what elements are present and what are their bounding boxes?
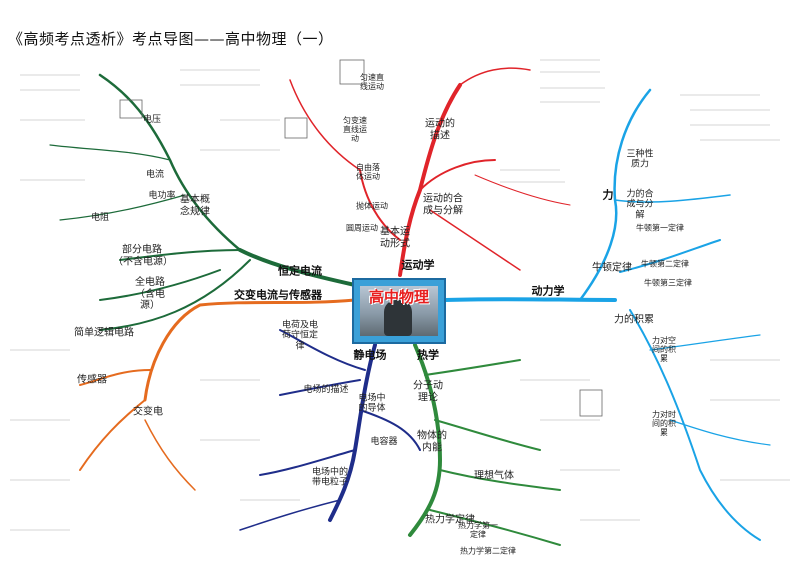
label-linear-accel[interactable]: 匀变速直线运动 — [343, 116, 367, 144]
label-force-accumulation[interactable]: 力的积累 — [614, 314, 654, 326]
label-full-circuit[interactable]: 全电路（含电源） — [135, 276, 165, 311]
label-dc-circuit[interactable]: 恒定电流 — [278, 264, 322, 278]
label-ideal-gas[interactable]: 理想气体 — [474, 470, 514, 482]
label-thermo-laws[interactable]: 热力学定律 — [425, 514, 475, 526]
label-force-synthesis[interactable]: 力的合成与分解 — [626, 189, 654, 221]
label-molecular-theory[interactable]: 分子动理论 — [413, 380, 443, 404]
branch-dynamics — [443, 297, 617, 302]
label-internal-energy[interactable]: 物体的内能 — [417, 430, 447, 454]
label-kinematics[interactable]: 运动学 — [401, 258, 435, 272]
center-title: 高中物理 — [368, 288, 429, 306]
label-voltage[interactable]: 电压 — [142, 114, 162, 125]
label-free-fall[interactable]: 自由落体运动 — [356, 162, 380, 181]
label-newton-first[interactable]: 牛顿第一定律 — [636, 223, 684, 233]
label-conductor[interactable]: 电场中的导体 — [358, 393, 386, 414]
branch-electrostatics — [328, 343, 377, 522]
label-dynamics[interactable]: 动力学 — [531, 284, 565, 298]
label-motion-synthesis[interactable]: 运动的合成与分解 — [423, 193, 463, 217]
label-electrostatics[interactable]: 静电场 — [353, 348, 387, 362]
label-particle-in-field[interactable]: 电场中的带电粒子 — [311, 467, 348, 488]
label-throw[interactable]: 抛体运动 — [356, 201, 388, 211]
label-ac-sensor[interactable]: 交变电流与传感器 — [234, 288, 322, 302]
label-current[interactable]: 电流 — [145, 169, 165, 180]
label-basic-motion-forms[interactable]: 基本运动形式 — [380, 226, 410, 250]
label-force[interactable]: 力 — [602, 188, 614, 202]
label-field-description[interactable]: 电场的描述 — [303, 384, 349, 395]
label-resistance[interactable]: 电阻 — [90, 212, 110, 223]
label-newton-laws[interactable]: 牛顿定律 — [592, 262, 632, 274]
label-newton-second[interactable]: 牛顿第二定律 — [641, 259, 689, 269]
label-linear-uniform[interactable]: 匀速直线运动 — [360, 72, 384, 91]
label-space-accum[interactable]: 力对空间的积累 — [652, 336, 676, 364]
label-three-forces[interactable]: 三种性质力 — [626, 149, 654, 170]
center-node[interactable]: 高中物理 — [352, 278, 446, 344]
label-power[interactable]: 电功率 — [148, 190, 176, 201]
center-figure — [384, 300, 412, 336]
label-circular[interactable]: 圆周运动 — [346, 223, 378, 233]
label-basic-concepts[interactable]: 基本概念规律 — [180, 194, 210, 218]
label-newton-third[interactable]: 牛顿第三定律 — [644, 278, 692, 288]
branch-dc-circuit — [238, 248, 357, 287]
label-law-first[interactable]: 热力学第一定律 — [458, 520, 498, 539]
branch-thermo — [408, 343, 443, 537]
label-time-accum[interactable]: 力对时间的积累 — [652, 410, 676, 438]
label-motion-description[interactable]: 运动的描述 — [425, 118, 455, 142]
page-title: 《高频考点透析》考点导图——高中物理（一） — [8, 30, 334, 48]
label-logic-circuit[interactable]: 简单逻辑电路 — [74, 327, 134, 339]
label-thermo[interactable]: 热学 — [417, 348, 439, 362]
label-charge-conservation[interactable]: 电荷及电荷守恒定律 — [281, 320, 318, 352]
label-capacitor[interactable]: 电容器 — [370, 436, 398, 447]
label-partial-circuit[interactable]: 部分电路（不含电源） — [113, 244, 173, 268]
label-law-second[interactable]: 热力学第二定律 — [460, 546, 516, 556]
label-ac[interactable]: 交变电 — [133, 406, 163, 418]
branch-ac-sensor — [143, 298, 357, 402]
label-sensor[interactable]: 传感器 — [77, 374, 107, 386]
